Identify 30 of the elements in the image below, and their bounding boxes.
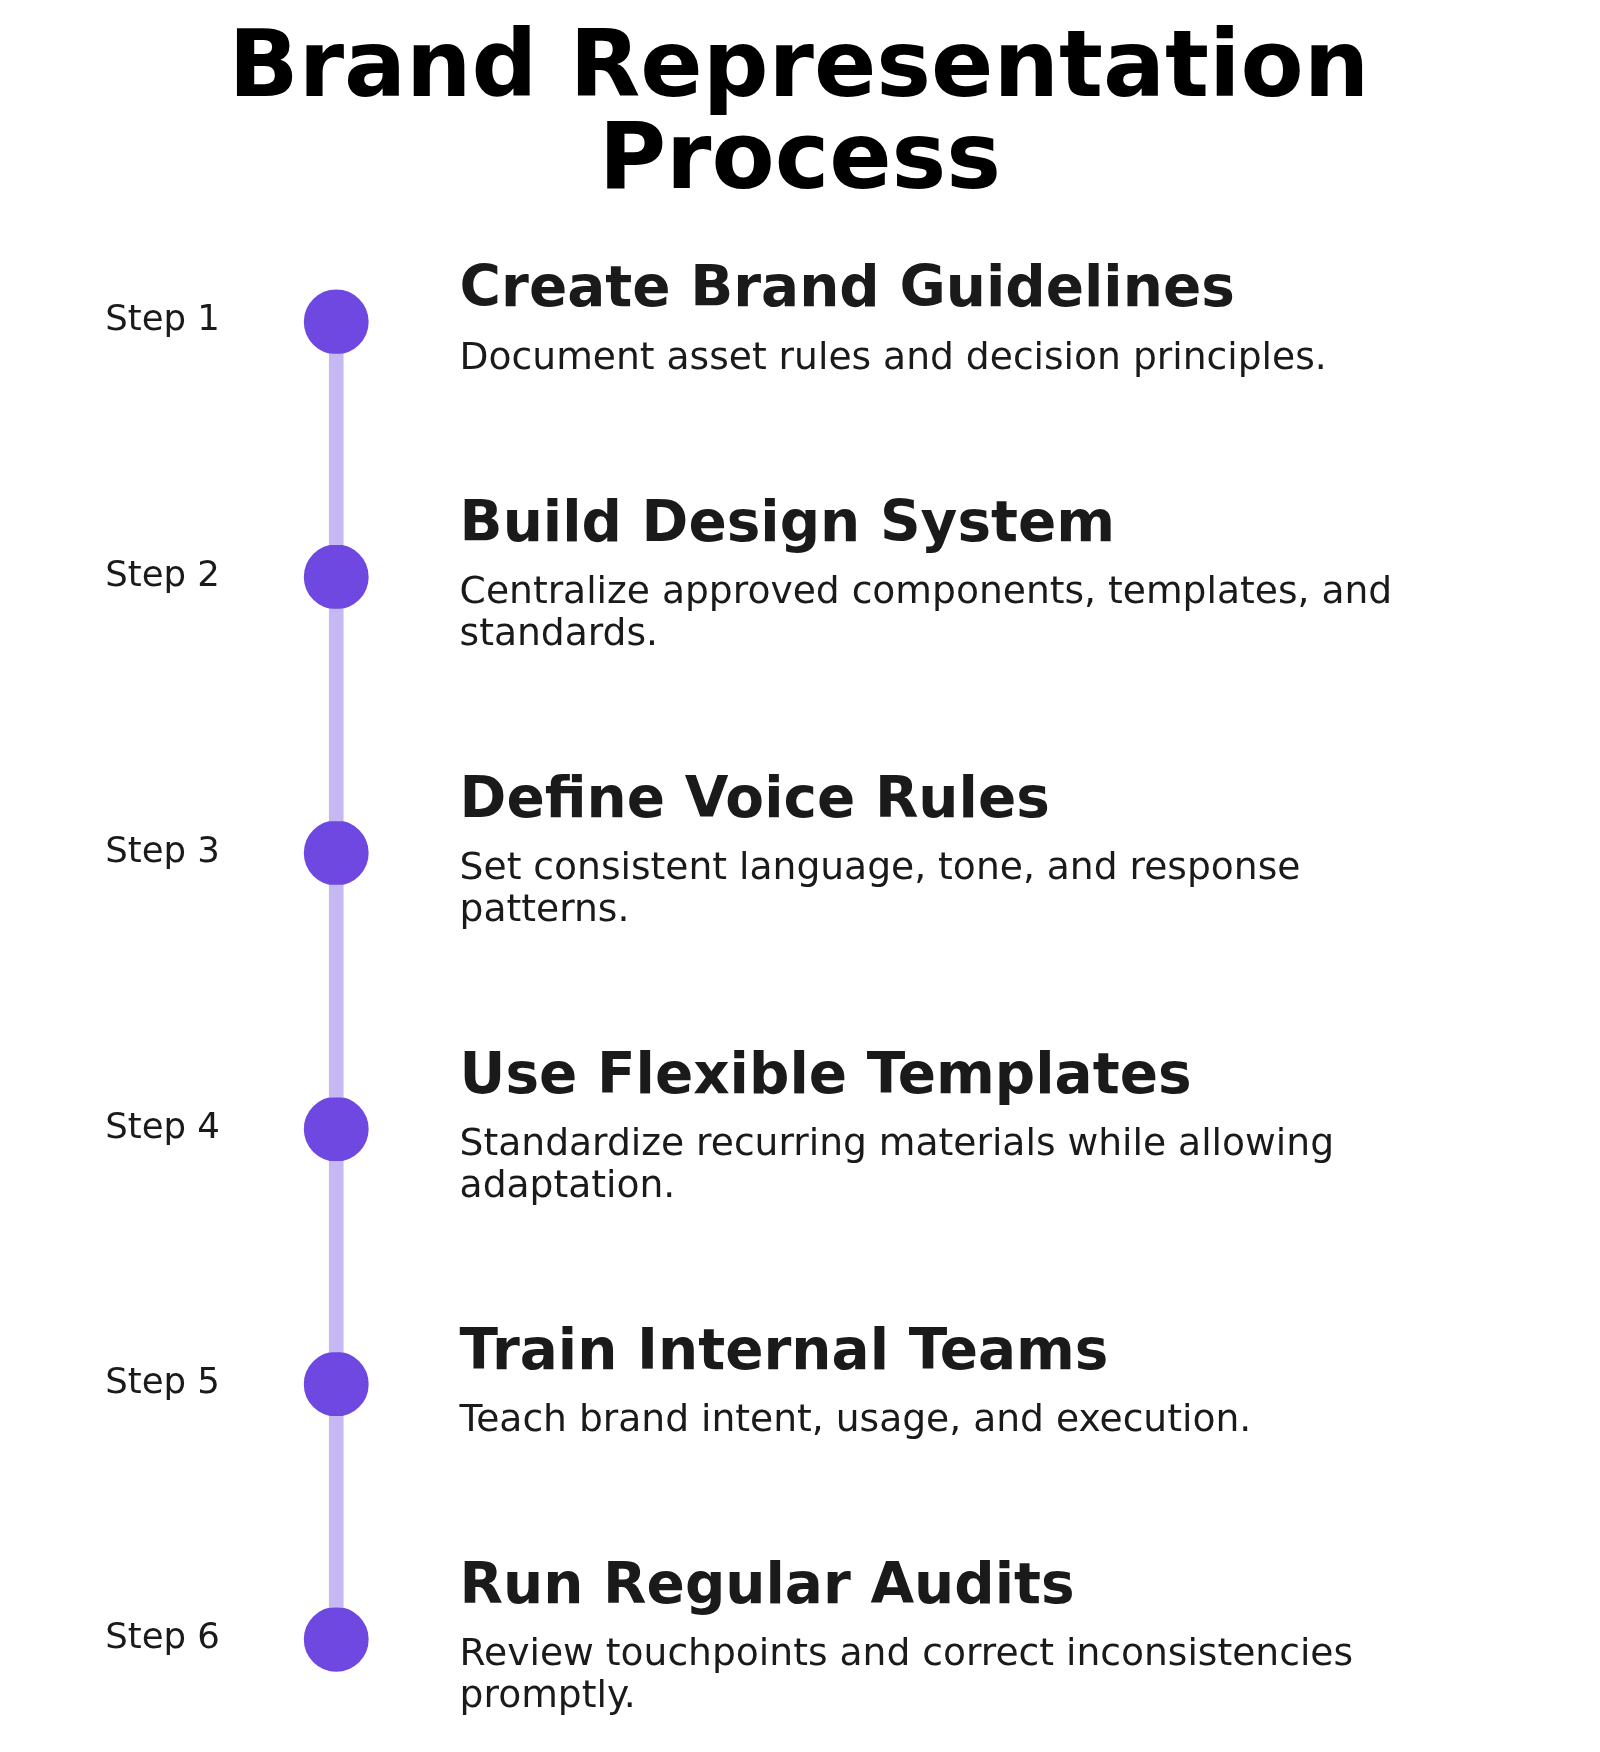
node-label: Standardize recurring materials while allowing adaptation. (459, 1119, 1334, 1206)
connector (328, 608, 344, 822)
node-label: Step 4 (104, 1104, 220, 1146)
node-circle (303, 1606, 369, 1672)
node-label: Step 1 (104, 297, 220, 339)
node-label: Document asset rules and decision principles. (459, 333, 1327, 378)
node-label: Run Regular Audits (459, 1550, 1075, 1616)
node-label: Define Voice Rules (459, 764, 1050, 830)
node-label: Teach brand intent, usage, and execution. (459, 1396, 1251, 1441)
connector (328, 1416, 344, 1608)
node-label: Create Brand Guidelines (459, 254, 1235, 320)
node-label: Train Internal Teams (459, 1316, 1108, 1382)
node-label: Centralize approved components, templates, and standards. (459, 567, 1392, 654)
diagram-title: Brand Representation Process (228, 11, 1369, 211)
node-circle (303, 544, 369, 610)
node-label: Build Design System (459, 488, 1115, 554)
connector (328, 1160, 344, 1353)
node-circle (303, 289, 369, 355)
node-label: Step 6 (104, 1614, 220, 1656)
node-label: Step 2 (104, 552, 220, 594)
node-label: Step 3 (104, 828, 220, 870)
node-label: Use Flexible Templates (459, 1040, 1192, 1106)
node-label: Step 5 (104, 1359, 220, 1401)
node-label: Review touchpoints and correct inconsistencies promptly. (459, 1630, 1353, 1717)
node-circle (303, 1096, 369, 1162)
node-label: Set consistent language, tone, and response patterns. (459, 843, 1300, 930)
node-circle (303, 820, 369, 886)
connector (328, 353, 344, 546)
connector (328, 884, 344, 1098)
node-circle (303, 1351, 369, 1417)
